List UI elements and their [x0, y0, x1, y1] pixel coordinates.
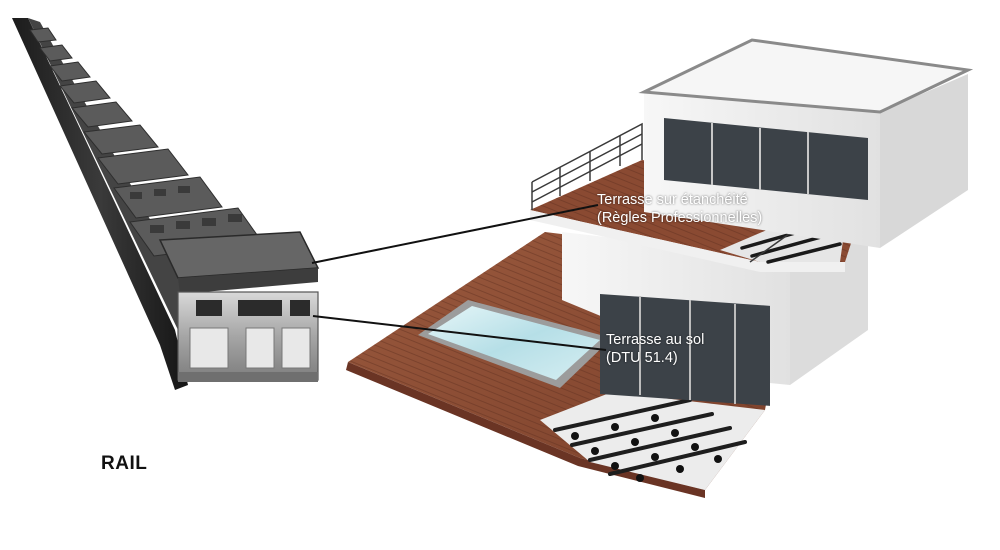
house-illustration: [346, 38, 974, 498]
upper-floor-roof: [638, 38, 974, 114]
roof-railing: [531, 122, 859, 263]
leader-lines: [311, 204, 607, 351]
rail-body: [12, 18, 188, 390]
leader-line-roof-terrace: [311, 204, 599, 264]
ground-pedestals: [553, 398, 747, 476]
product-title: RAIL: [101, 453, 148, 474]
upper-floor-glazing: [664, 118, 868, 200]
leader-line-ground-terrace: [312, 315, 607, 351]
ground-deck-edge: [346, 362, 705, 498]
callout-ground-terrace-line1: Terrasse au sol: [606, 332, 705, 348]
roof-slab-edge: [530, 210, 845, 272]
callout-roof-terrace: Terrasse sur étanchéité (Règles Professi…: [597, 191, 762, 227]
upper-floor-side: [880, 74, 968, 248]
callout-roof-terrace-line1: Terrasse sur étanchéité: [597, 192, 748, 208]
upper-floor-mullions: [711, 123, 809, 194]
rail-front-pad-edge: [178, 268, 318, 294]
pool-water: [428, 306, 600, 380]
ground-pedestal-feet: [571, 414, 722, 482]
ground-floor-mullions: [639, 296, 736, 404]
ground-floor-glazing: [600, 293, 770, 406]
callout-roof-terrace-line2: (Règles Professionnelles): [597, 210, 763, 226]
callout-ground-terrace: Terrasse au sol (DTU 51.4): [606, 331, 704, 367]
rail-pads: [29, 27, 263, 257]
rail-profile-section: [177, 291, 319, 382]
rail-pad-grips: [130, 186, 242, 233]
callout-ground-terrace-line2: (DTU 51.4): [606, 350, 678, 366]
rail-product-image: [12, 18, 320, 390]
